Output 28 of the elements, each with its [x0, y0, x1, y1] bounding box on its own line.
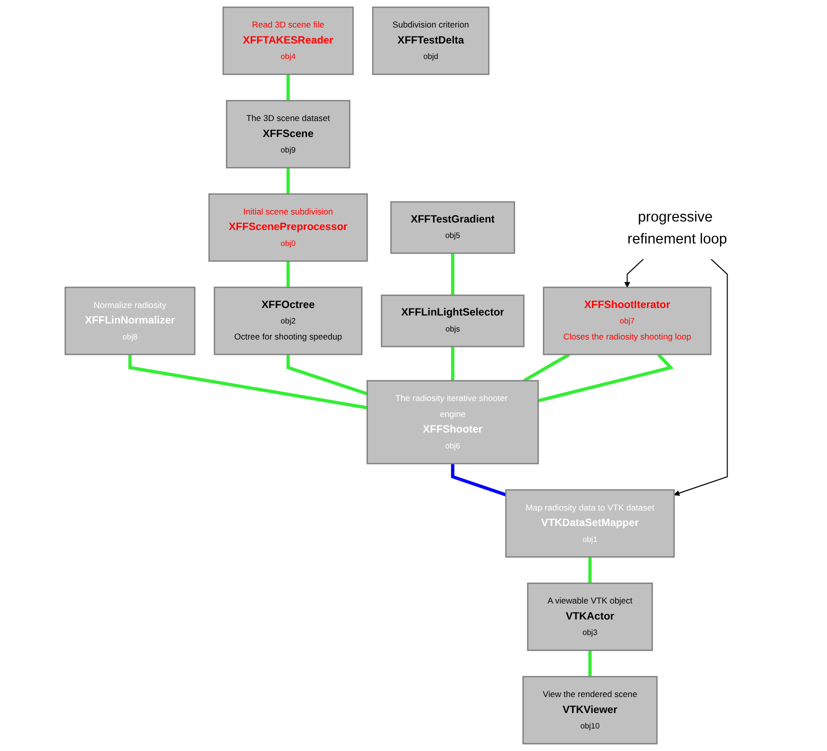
node-box — [380, 294, 524, 348]
node-box — [526, 582, 652, 652]
node-box — [522, 676, 658, 744]
connector — [450, 253, 454, 296]
connector — [450, 346, 454, 381]
node-box — [225, 100, 350, 168]
node-box — [64, 286, 195, 356]
connector — [286, 168, 290, 194]
node-box — [366, 380, 538, 464]
connector — [286, 74, 290, 101]
node-box — [542, 286, 711, 356]
connector — [286, 354, 368, 396]
connector — [128, 354, 367, 410]
node-box — [213, 286, 362, 356]
node-box — [208, 193, 368, 262]
node-box — [504, 489, 674, 558]
connector — [588, 556, 592, 584]
connector — [588, 650, 592, 677]
connector — [537, 353, 674, 402]
connector — [286, 261, 290, 288]
node-box — [372, 6, 489, 75]
arrow — [673, 258, 728, 496]
node-box — [222, 6, 354, 75]
arrow — [624, 258, 644, 288]
node-box — [390, 201, 515, 254]
connector — [450, 464, 506, 496]
connector — [522, 353, 570, 382]
node-text: progressive refinement loop — [626, 208, 727, 247]
